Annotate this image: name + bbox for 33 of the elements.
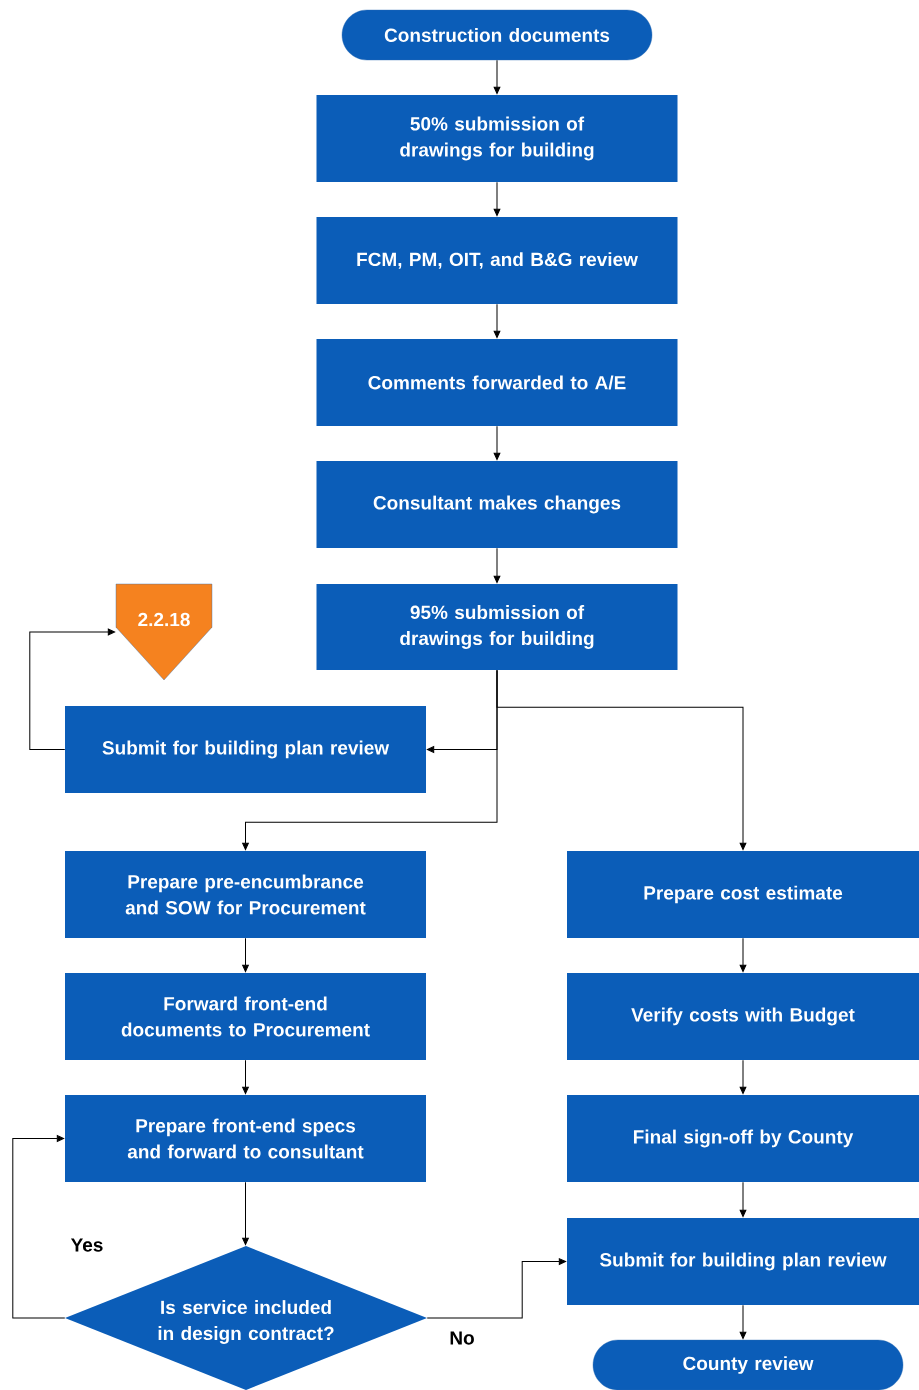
arrow [493,547,501,584]
process-box: 95% submission of drawings for building [316,584,678,670]
arrow [242,937,249,973]
process-box: Comments forwarded to A/E [316,339,678,426]
process-box: Forward front-end documents to Procurement [65,973,426,1060]
process-box: Prepare pre-encumbrance and SOW for Procurement [65,851,426,938]
arrow [739,1059,747,1095]
terminator-pill: Construction documents [341,9,653,61]
arrow [12,1135,66,1319]
off-page-connector: 2.2.18 [115,583,213,681]
process-box: Final sign-off by County [567,1095,919,1182]
process-box: Consultant makes changes [316,461,678,548]
arrow [739,937,747,973]
process-box: Verify costs with Budget [567,973,919,1060]
arrow [493,59,501,95]
arrow [739,1181,747,1218]
arrow [242,1181,249,1246]
arrow [242,1059,249,1095]
process-box: Submit for building plan review [65,706,426,793]
process-box: Prepare cost estimate [567,851,919,938]
process-box: Submit for building plan review [567,1218,919,1305]
edge-label: No [448,1330,476,1346]
arrow [493,303,501,339]
arrow [493,181,501,217]
arrow [493,425,501,461]
arrow [739,1304,747,1340]
arrow [426,1258,567,1319]
process-box: Prepare front-end specs and forward to consultant [65,1095,426,1182]
arrow [29,628,116,750]
process-box: 50% submission of drawings for building [316,95,678,182]
arrow [496,669,747,851]
terminator-pill: County review [592,1339,904,1390]
process-box: FCM, PM, OIT, and B&G review [316,217,678,304]
